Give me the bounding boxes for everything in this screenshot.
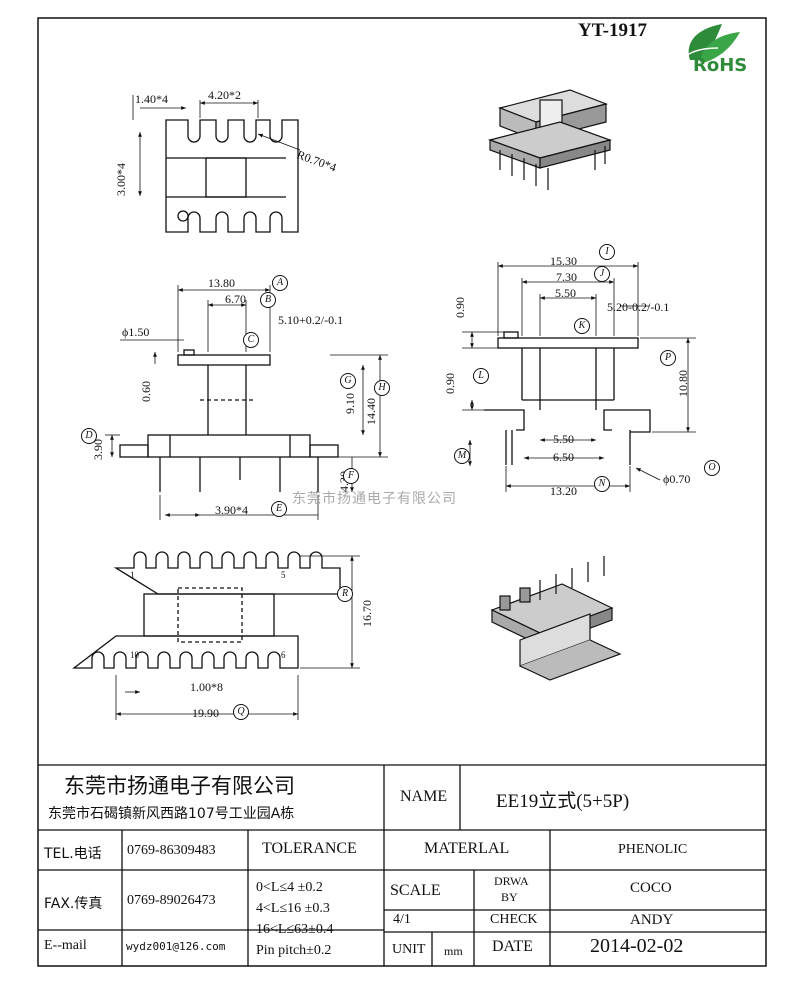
dim-side-m2: 6.50 [553, 450, 574, 464]
tel-value: 0769-86309483 [127, 843, 216, 858]
material-label: MATERLAL [424, 840, 510, 857]
watermark: 东莞市扬通电子有限公司 [292, 491, 457, 507]
dim-side-p: 10.80 [676, 370, 690, 397]
dim-front-a: 13.80 [208, 276, 235, 290]
company-address: 东莞市石碣镇新风西路107号工业园A栋 [48, 806, 295, 822]
dim-bottom-q: 19.90 [192, 706, 219, 720]
dim-side-k: 5.50 [555, 286, 576, 300]
dim-top-slot: 4.20*2 [208, 88, 241, 102]
email-value: wydz001@126.com [126, 940, 226, 953]
dim-side-o: ϕ0.70 [663, 472, 691, 486]
tolerance-label: TOLERANCE [262, 840, 357, 857]
pin-label-1: 1 [130, 570, 135, 580]
date-label: DATE [492, 938, 533, 955]
dim-front-pitch: 3.90*4 [215, 503, 248, 517]
circle-label-c: C [243, 332, 259, 348]
pin-label-5: 5 [281, 570, 286, 580]
email-label: E--mail [44, 938, 87, 953]
date-value: 2014-02-02 [590, 935, 684, 957]
circle-label-e: E [271, 501, 287, 517]
dim-top-pitch: 1.40*4 [135, 92, 168, 106]
drawn-by-label-1: DRWA [494, 874, 529, 888]
unit-value: mm [444, 944, 463, 958]
dim-side-n: 13.20 [550, 484, 577, 498]
dim-side-h1: 0.90 [453, 297, 467, 318]
circle-label-d: D [81, 428, 97, 444]
isometric-view-bottom [490, 556, 622, 681]
dim-bottom-pitch: 1.00*8 [190, 680, 223, 694]
fax-value: 0769-89026473 [127, 893, 216, 908]
circle-label-h: H [374, 380, 390, 396]
front-view-drawing [119, 349, 339, 492]
part-number: YT-1917 [578, 20, 647, 41]
tolerance-row-3: 16<L≤63±0.4 [256, 922, 334, 937]
company-name: 东莞市扬通电子有限公司 [64, 774, 295, 798]
title-block-grid [38, 764, 766, 966]
fax-label: FAX.传真 [44, 896, 103, 912]
side-view-drawing [484, 331, 651, 465]
isometric-view-top [487, 89, 613, 190]
bottom-view-drawing [72, 551, 341, 669]
name-label: NAME [400, 788, 448, 805]
top-view-drawing [165, 119, 299, 233]
check-value: ANDY [630, 912, 674, 928]
rohs-logo-text: RoHS [693, 55, 748, 76]
scale-label: SCALE [390, 882, 441, 899]
dim-front-b: 6.70 [225, 292, 246, 306]
tel-label: TEL.电话 [44, 846, 102, 862]
tolerance-row-2: 4<L≤16 ±0.3 [256, 901, 330, 916]
drawn-by-value: COCO [630, 880, 672, 896]
dim-front-h3: 14.40 [364, 398, 378, 425]
circle-label-q: Q [233, 704, 249, 720]
dim-front-h1: 0.60 [139, 381, 153, 402]
circle-label-k: K [574, 318, 590, 334]
circle-label-b: B [260, 292, 276, 308]
dim-bottom-r: 16.70 [360, 600, 374, 627]
part-name: EE19立式(5+5P) [496, 791, 630, 812]
circle-label-a: A [272, 275, 288, 291]
circle-label-f: F [343, 468, 359, 484]
dim-top-height: 3.00*4 [114, 163, 128, 196]
dim-side-m1: 5.50 [553, 432, 574, 446]
material-value: PHENOLIC [618, 842, 688, 857]
tolerance-row-1: 0<L≤4 ±0.2 [256, 880, 323, 895]
unit-label: UNIT [392, 942, 426, 957]
dim-side-j: 7.30 [556, 270, 577, 284]
circle-label-n: N [594, 476, 610, 492]
circle-label-i: I [599, 244, 615, 260]
check-label: CHECK [490, 912, 538, 927]
circle-label-g: G [340, 373, 356, 389]
dim-side-tolerance: 5.20-0.2/-0.1 [607, 300, 670, 314]
rohs-logo [681, 24, 740, 62]
dim-side-h2: 0.90 [443, 373, 457, 394]
tolerance-row-4: Pin pitch±0.2 [256, 943, 332, 958]
pin-label-6: 6 [281, 650, 286, 660]
dim-front-c-tolerance: 5.10+0.2/-0.1 [278, 313, 344, 327]
circle-label-j: J [594, 266, 610, 282]
dim-front-pin-dia: ϕ1.50 [122, 325, 150, 339]
circle-label-r: R [337, 586, 353, 602]
dim-side-i: 15.30 [550, 254, 577, 268]
circle-label-p: P [660, 350, 676, 366]
circle-label-l: L [473, 368, 489, 384]
dim-front-h2: 9.10 [343, 393, 357, 414]
drawn-by-label-2: BY [501, 890, 518, 904]
frame-border [37, 17, 767, 967]
scale-value: 4/1 [393, 912, 411, 927]
circle-label-m: M [454, 448, 470, 464]
pin-label-10: 10 [130, 650, 139, 660]
circle-label-o: O [704, 460, 720, 476]
